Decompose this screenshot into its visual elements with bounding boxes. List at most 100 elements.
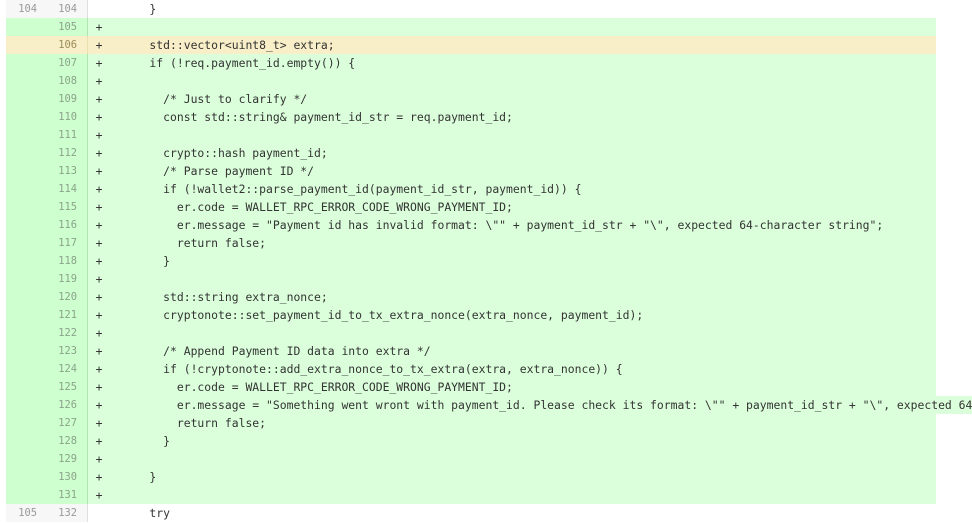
- diff-line[interactable]: 112 + crypto::hash payment_id;: [6, 144, 936, 162]
- old-line-number[interactable]: [6, 270, 47, 288]
- old-line-number[interactable]: [6, 324, 47, 342]
- diff-marker: [88, 504, 110, 522]
- diff-line[interactable]: 110 + const std::string& payment_id_str …: [6, 108, 936, 126]
- old-line-number[interactable]: [6, 432, 47, 450]
- diff-line[interactable]: 125 + er.code = WALLET_RPC_ERROR_CODE_WR…: [6, 378, 936, 396]
- diff-line[interactable]: 118 + }: [6, 252, 936, 270]
- code-text: return false;: [110, 414, 936, 432]
- diff-marker: +: [88, 468, 110, 486]
- old-line-number[interactable]: [6, 126, 47, 144]
- old-line-number[interactable]: [6, 144, 47, 162]
- old-line-number[interactable]: [6, 450, 47, 468]
- new-line-number[interactable]: 131: [47, 486, 88, 504]
- new-line-number[interactable]: 118: [47, 252, 88, 270]
- old-line-number[interactable]: [6, 360, 47, 378]
- diff-line[interactable]: 114 + if (!wallet2::parse_payment_id(pay…: [6, 180, 936, 198]
- old-line-number[interactable]: [6, 180, 47, 198]
- old-line-number[interactable]: [6, 468, 47, 486]
- old-line-number[interactable]: [6, 252, 47, 270]
- diff-line[interactable]: 105 +: [6, 18, 936, 36]
- diff-line[interactable]: 105 132 try: [6, 504, 936, 522]
- old-line-number[interactable]: [6, 234, 47, 252]
- new-line-number[interactable]: 129: [47, 450, 88, 468]
- new-line-number[interactable]: 117: [47, 234, 88, 252]
- diff-line[interactable]: 121 + cryptonote::set_payment_id_to_tx_e…: [6, 306, 936, 324]
- old-line-number[interactable]: [6, 54, 47, 72]
- diff-marker: +: [88, 450, 110, 468]
- diff-line[interactable]: 111 +: [6, 126, 936, 144]
- old-line-number[interactable]: [6, 72, 47, 90]
- new-line-number[interactable]: 132: [47, 504, 88, 522]
- new-line-number[interactable]: 116: [47, 216, 88, 234]
- new-line-number[interactable]: 120: [47, 288, 88, 306]
- diff-line[interactable]: 106 + std::vector<uint8_t> extra;: [6, 36, 936, 54]
- old-line-number[interactable]: [6, 90, 47, 108]
- diff-line[interactable]: 130 + }: [6, 468, 936, 486]
- diff-marker: +: [88, 162, 110, 180]
- old-line-number[interactable]: [6, 162, 47, 180]
- old-line-number[interactable]: 105: [6, 504, 47, 522]
- diff-line[interactable]: 131 +: [6, 486, 936, 504]
- new-line-number[interactable]: 107: [47, 54, 88, 72]
- new-line-number[interactable]: 104: [47, 0, 88, 18]
- old-line-number[interactable]: [6, 216, 47, 234]
- new-line-number[interactable]: 122: [47, 324, 88, 342]
- new-line-number[interactable]: 124: [47, 360, 88, 378]
- diff-line[interactable]: 117 + return false;: [6, 234, 936, 252]
- diff-marker: +: [88, 396, 110, 414]
- diff-line[interactable]: 107 + if (!req.payment_id.empty()) {: [6, 54, 936, 72]
- new-line-number[interactable]: 114: [47, 180, 88, 198]
- new-line-number[interactable]: 126: [47, 396, 88, 414]
- diff-line[interactable]: 123 + /* Append Payment ID data into ext…: [6, 342, 936, 360]
- new-line-number[interactable]: 128: [47, 432, 88, 450]
- new-line-number[interactable]: 115: [47, 198, 88, 216]
- new-line-number[interactable]: 106: [47, 36, 88, 54]
- diff-line[interactable]: 126 + er.message = "Something went wront…: [6, 396, 972, 414]
- old-line-number[interactable]: [6, 486, 47, 504]
- new-line-number[interactable]: 111: [47, 126, 88, 144]
- new-line-number[interactable]: 119: [47, 270, 88, 288]
- old-line-number[interactable]: 104: [6, 0, 47, 18]
- new-line-number[interactable]: 108: [47, 72, 88, 90]
- new-line-number[interactable]: 121: [47, 306, 88, 324]
- old-line-number[interactable]: [6, 108, 47, 126]
- diff-line[interactable]: 109 + /* Just to clarify */: [6, 90, 936, 108]
- diff-marker: +: [88, 18, 110, 36]
- diff-line[interactable]: 122 +: [6, 324, 936, 342]
- diff-line[interactable]: 115 + er.code = WALLET_RPC_ERROR_CODE_WR…: [6, 198, 936, 216]
- new-line-number[interactable]: 112: [47, 144, 88, 162]
- code-text: er.code = WALLET_RPC_ERROR_CODE_WRONG_PA…: [110, 198, 936, 216]
- new-line-number[interactable]: 105: [47, 18, 88, 36]
- diff-line[interactable]: 124 + if (!cryptonote::add_extra_nonce_t…: [6, 360, 936, 378]
- new-line-number[interactable]: 125: [47, 378, 88, 396]
- old-line-number[interactable]: [6, 198, 47, 216]
- diff-marker: +: [88, 306, 110, 324]
- diff-line[interactable]: 128 + }: [6, 432, 936, 450]
- new-line-number[interactable]: 113: [47, 162, 88, 180]
- diff-marker: +: [88, 432, 110, 450]
- new-line-number[interactable]: 130: [47, 468, 88, 486]
- old-line-number[interactable]: [6, 342, 47, 360]
- diff-line[interactable]: 119 +: [6, 270, 936, 288]
- diff-line[interactable]: 113 + /* Parse payment ID */: [6, 162, 936, 180]
- new-line-number[interactable]: 110: [47, 108, 88, 126]
- old-line-number[interactable]: [6, 414, 47, 432]
- diff-line[interactable]: 120 + std::string extra_nonce;: [6, 288, 936, 306]
- new-line-number[interactable]: 127: [47, 414, 88, 432]
- diff-line[interactable]: 129 +: [6, 450, 936, 468]
- diff-marker: +: [88, 180, 110, 198]
- diff-line[interactable]: 104 104 }: [6, 0, 936, 18]
- old-line-number[interactable]: [6, 306, 47, 324]
- diff-line[interactable]: 127 + return false;: [6, 414, 936, 432]
- old-line-number[interactable]: [6, 18, 47, 36]
- old-line-number[interactable]: [6, 288, 47, 306]
- diff-line[interactable]: 116 + er.message = "Payment id has inval…: [6, 216, 936, 234]
- code-text: [110, 486, 936, 504]
- old-line-number[interactable]: [6, 396, 47, 414]
- diff-line[interactable]: 108 +: [6, 72, 936, 90]
- new-line-number[interactable]: 123: [47, 342, 88, 360]
- new-line-number[interactable]: 109: [47, 90, 88, 108]
- code-text: if (!wallet2::parse_payment_id(payment_i…: [110, 180, 936, 198]
- old-line-number[interactable]: [6, 36, 47, 54]
- old-line-number[interactable]: [6, 378, 47, 396]
